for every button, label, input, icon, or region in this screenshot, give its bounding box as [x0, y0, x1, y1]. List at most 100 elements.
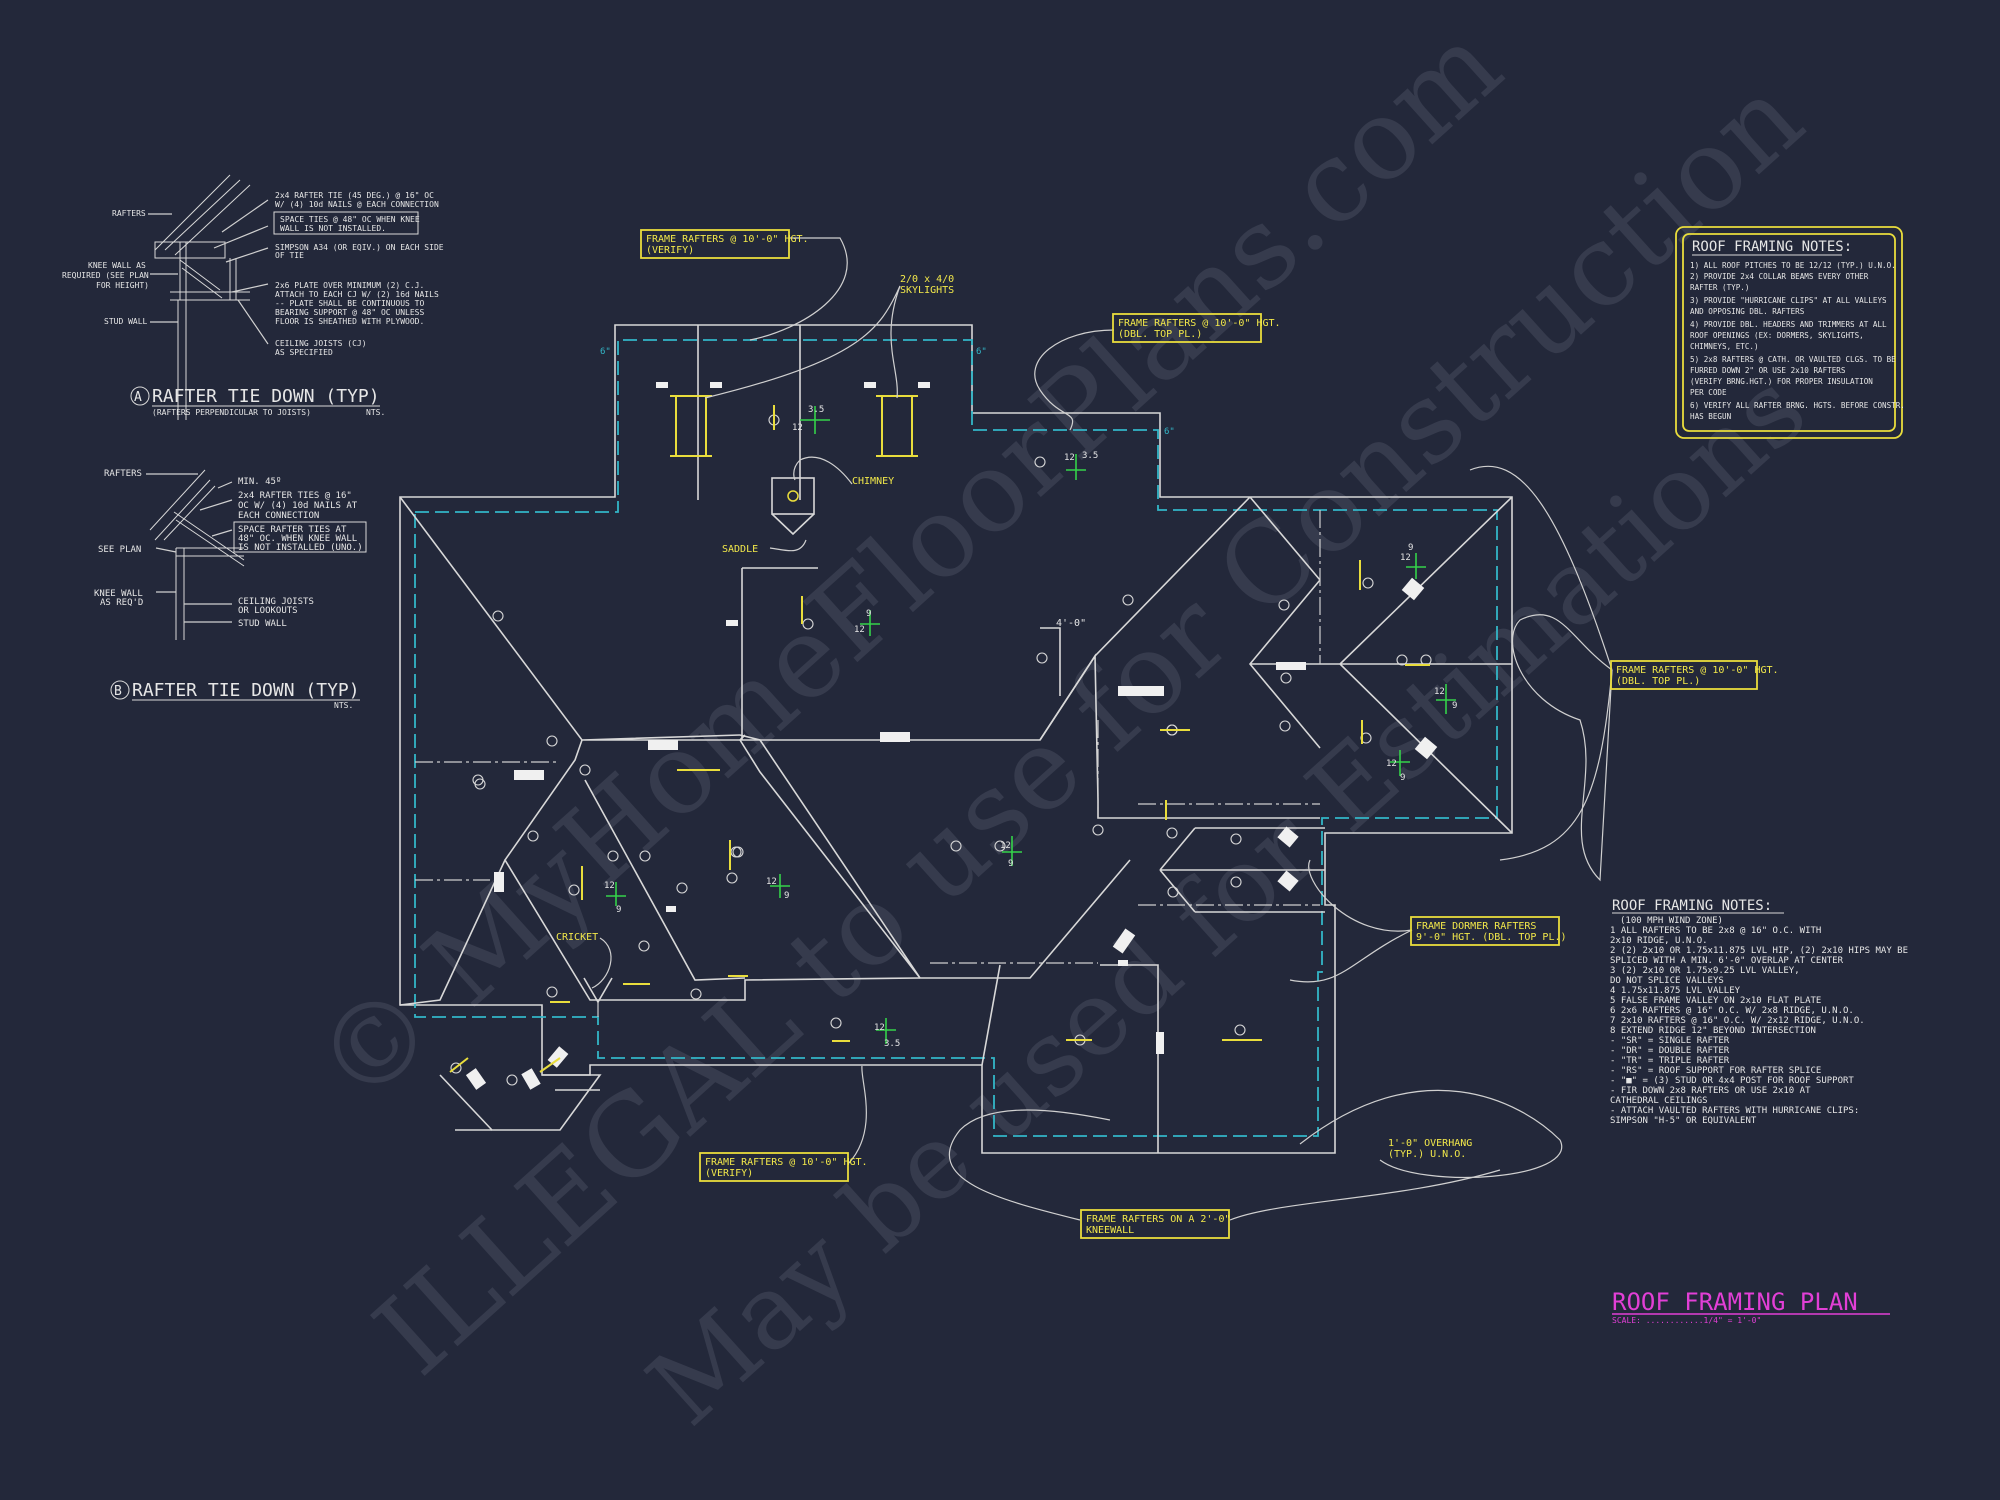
saddle-line [741, 567, 818, 740]
detail-b-min45: MIN. 45º [238, 477, 281, 487]
notes-box-title: ROOF FRAMING NOTES: [1692, 239, 1852, 255]
svg-text:ROOF OPENINGS (EX: DORMERS, SK: ROOF OPENINGS (EX: DORMERS, SKYLIGHTS, [1690, 331, 1864, 340]
dim-4-0: 4'-0" [1056, 618, 1086, 629]
callout-skylights-1: 2/0 x 4/0 [900, 274, 954, 285]
svg-text:- ATTACH VAULTED RAFTERS WITH: - ATTACH VAULTED RAFTERS WITH HURRICANE … [1610, 1106, 1859, 1116]
notes-box-items: 1) ALL ROOF PITCHES TO BE 12/12 (TYP.) U… [1690, 261, 1905, 421]
svg-text:9: 9 [784, 891, 789, 901]
plan-title-block: ROOF FRAMING PLAN SCALE: ............1/4… [1612, 1288, 1890, 1325]
svg-text:- "■" = (3) STUD OR 4x4 POST: - "■" = (3) STUD OR 4x4 POST FOR ROOF SU… [1610, 1076, 1854, 1086]
dim-6-left: 6" [600, 347, 611, 357]
detail-b-space-1: SPACE RAFTER TIES AT [238, 525, 347, 535]
wing-hips [399, 779, 746, 1006]
roof-plan: 123.5 123.5 129 129 129 129 129 129 129 … [399, 324, 1513, 1154]
detail-a-plate-4: BEARING SUPPORT @ 48" OC UNLESS [275, 308, 424, 317]
svg-text:SPLICED WITH A MIN. 6'-0" OVER: SPLICED WITH A MIN. 6'-0" OVERLAP AT CEN… [1610, 956, 1844, 966]
dim-6-mid: 6" [1164, 427, 1175, 437]
dash-dot-lines [415, 510, 1321, 1017]
wall-line [414, 339, 1498, 1137]
detail-a-plate [154, 241, 226, 259]
detail-a: RAFTERS KNEE WALL AS REQUIRED (SEE PLAN … [62, 174, 444, 420]
svg-text:5 FALSE FRAME VALLEY ON 2x10: 5 FALSE FRAME VALLEY ON 2x10 FLAT PLATE [1610, 996, 1821, 1006]
svg-text:- "SR" = SINGLE RAFTER: - "SR" = SINGLE RAFTER [1610, 1036, 1730, 1046]
svg-text:HAS BEGUN: HAS BEGUN [1690, 412, 1732, 421]
svg-text:12: 12 [854, 625, 865, 635]
callout-kneewall-1: FRAME RAFTERS ON A 2'-0" [1086, 1214, 1231, 1225]
skylight-right [881, 395, 913, 457]
detail-b-ties [173, 511, 245, 567]
detail-a-plate-3: -- PLATE SHALL BE CONTINUOUS TO [275, 299, 424, 308]
detail-a-cj-2: AS SPECIFIED [275, 348, 333, 357]
svg-text:9: 9 [1400, 773, 1405, 783]
svg-text:CHIMNEYS, ETC.): CHIMNEYS, ETC.) [1690, 342, 1759, 351]
callout-top-left-1: FRAME RAFTERS @ 10'-0" HGT. [646, 234, 809, 245]
svg-text:12: 12 [792, 423, 803, 433]
detail-b-rafters [149, 469, 216, 541]
detail-b-ceiling-1: CEILING JOISTS [238, 597, 314, 607]
chimney-box [771, 477, 815, 515]
svg-text:6 2x6 RAFTERS @ 16" O.C. W/ 2: 6 2x6 RAFTERS @ 16" O.C. W/ 2x8 RIDGE, U… [1610, 1006, 1854, 1016]
svg-text:PER CODE: PER CODE [1690, 388, 1727, 397]
svg-text:DO NOT SPLICE VALLEYS: DO NOT SPLICE VALLEYS [1610, 976, 1724, 986]
svg-text:SIMPSON "H-5" OR EQUIVALENT: SIMPSON "H-5" OR EQUIVALENT [1610, 1116, 1757, 1126]
cricket-shape [583, 977, 613, 1004]
support-posts [494, 382, 1306, 1054]
detail-b-nts: NTS. [334, 701, 353, 710]
svg-text:- FIR DOWN 2x8 RAFTERS OR USE: - FIR DOWN 2x8 RAFTERS OR USE 2x10 AT [1610, 1086, 1811, 1096]
callout-top-mid-2: (DBL. TOP PL.) [1118, 329, 1202, 340]
bay-plate [455, 1089, 600, 1131]
rafter-direction-arrows [449, 405, 1430, 1073]
note-bubbles [450, 414, 1432, 1086]
dim-6-right: 6" [976, 347, 987, 357]
svg-text:(VERIFY BRNG.HGT.) FOR PROPER: (VERIFY BRNG.HGT.) FOR PROPER INSULATION [1690, 377, 1873, 386]
svg-text:6) VERIFY ALL RAFTER BRNG. HGT: 6) VERIFY ALL RAFTER BRNG. HGTS. BEFORE … [1690, 401, 1905, 410]
detail-b-ceiling-2: OR LOOKOUTS [238, 606, 298, 616]
legend-title: ROOF FRAMING NOTES: [1612, 898, 1772, 914]
callout-kneewall-2: KNEEWALL [1086, 1225, 1134, 1236]
callout-cricket: CRICKET [556, 932, 598, 943]
wing-valleys [504, 739, 921, 1001]
detail-a-title: RAFTER TIE DOWN (TYP) [152, 386, 380, 407]
svg-text:2 (2) 2x10 OR 1.75x11.875 LVL: 2 (2) 2x10 OR 1.75x11.875 LVL HIP, (2) 2… [1610, 946, 1908, 956]
legend-items: (100 MPH WIND ZONE) 1 ALL RAFTERS TO BE … [1610, 916, 1908, 1126]
callout-bottom-left-1: FRAME RAFTERS @ 10'-0" HGT. [705, 1157, 868, 1168]
callout-overhang-1: 1'-0" OVERHANG [1388, 1138, 1472, 1149]
svg-text:12: 12 [1000, 841, 1011, 851]
detail-a-stud-wall-label: STUD WALL [104, 317, 148, 326]
dim-4-0-line [1040, 627, 1061, 696]
svg-text:8 EXTEND RIDGE 12" BEYOND INT: 8 EXTEND RIDGE 12" BEYOND INTERSECTION [1610, 1026, 1816, 1036]
detail-a-nts: NTS. [366, 408, 385, 417]
detail-a-tag: A [134, 390, 142, 405]
legend-notes: ROOF FRAMING NOTES: (100 MPH WIND ZONE) … [1610, 898, 1908, 1126]
svg-text:12: 12 [874, 1023, 885, 1033]
plan-title: ROOF FRAMING PLAN [1612, 1288, 1858, 1316]
skylight-left [675, 395, 707, 457]
svg-text:3.5: 3.5 [884, 1039, 900, 1049]
svg-text:9: 9 [1008, 859, 1013, 869]
svg-text:- "RS" = ROOF SUPPORT FOR RAF: - "RS" = ROOF SUPPORT FOR RAFTER SPLICE [1610, 1066, 1821, 1076]
detail-a-simpson-2: OF TIE [275, 251, 304, 260]
svg-text:4) PROVIDE DBL. HEADERS AND TR: 4) PROVIDE DBL. HEADERS AND TRIMMERS AT … [1690, 320, 1887, 329]
svg-text:12: 12 [766, 877, 777, 887]
detail-a-rafters [154, 174, 251, 256]
detail-a-plate-2: ATTACH TO EACH CJ W/ (2) 16d NAILS [275, 290, 439, 299]
svg-text:4 1.75x11.875 LVL VALLEY: 4 1.75x11.875 LVL VALLEY [1610, 986, 1741, 996]
bay-outline [439, 1074, 602, 1131]
skylight-bay-lines [697, 325, 801, 500]
detail-b: RAFTERS MIN. 45º 2x4 RAFTER TIES @ 16" O… [94, 469, 367, 710]
callout-overhang-2: (TYP.) U.N.O. [1388, 1149, 1466, 1160]
detail-b-rafters-label: RAFTERS [104, 469, 142, 479]
detail-a-knee-wall-1: KNEE WALL AS [88, 261, 146, 270]
notes-box: ROOF FRAMING NOTES: 1) ALL ROOF PITCHES … [1675, 226, 1905, 439]
svg-text:FURRED DOWN 2" OR USE 2x10 RAF: FURRED DOWN 2" OR USE 2x10 RAFTERS [1690, 366, 1846, 375]
plan-scale: SCALE: ............1/4" = 1'-0" [1612, 1316, 1761, 1325]
detail-a-knee-wall-2: REQUIRED (SEE PLAN [62, 271, 149, 280]
detail-b-tag: B [114, 684, 122, 699]
detail-a-stud-wall [170, 291, 250, 420]
svg-text:CATHEDRAL CEILINGS: CATHEDRAL CEILINGS [1610, 1096, 1708, 1106]
callout-top-left-2: (VERIFY) [646, 245, 694, 256]
callout-saddle: SADDLE [722, 544, 758, 555]
svg-text:1 ALL RAFTERS TO BE 2x8 @ 16": 1 ALL RAFTERS TO BE 2x8 @ 16" O.C. WITH [1610, 926, 1821, 936]
